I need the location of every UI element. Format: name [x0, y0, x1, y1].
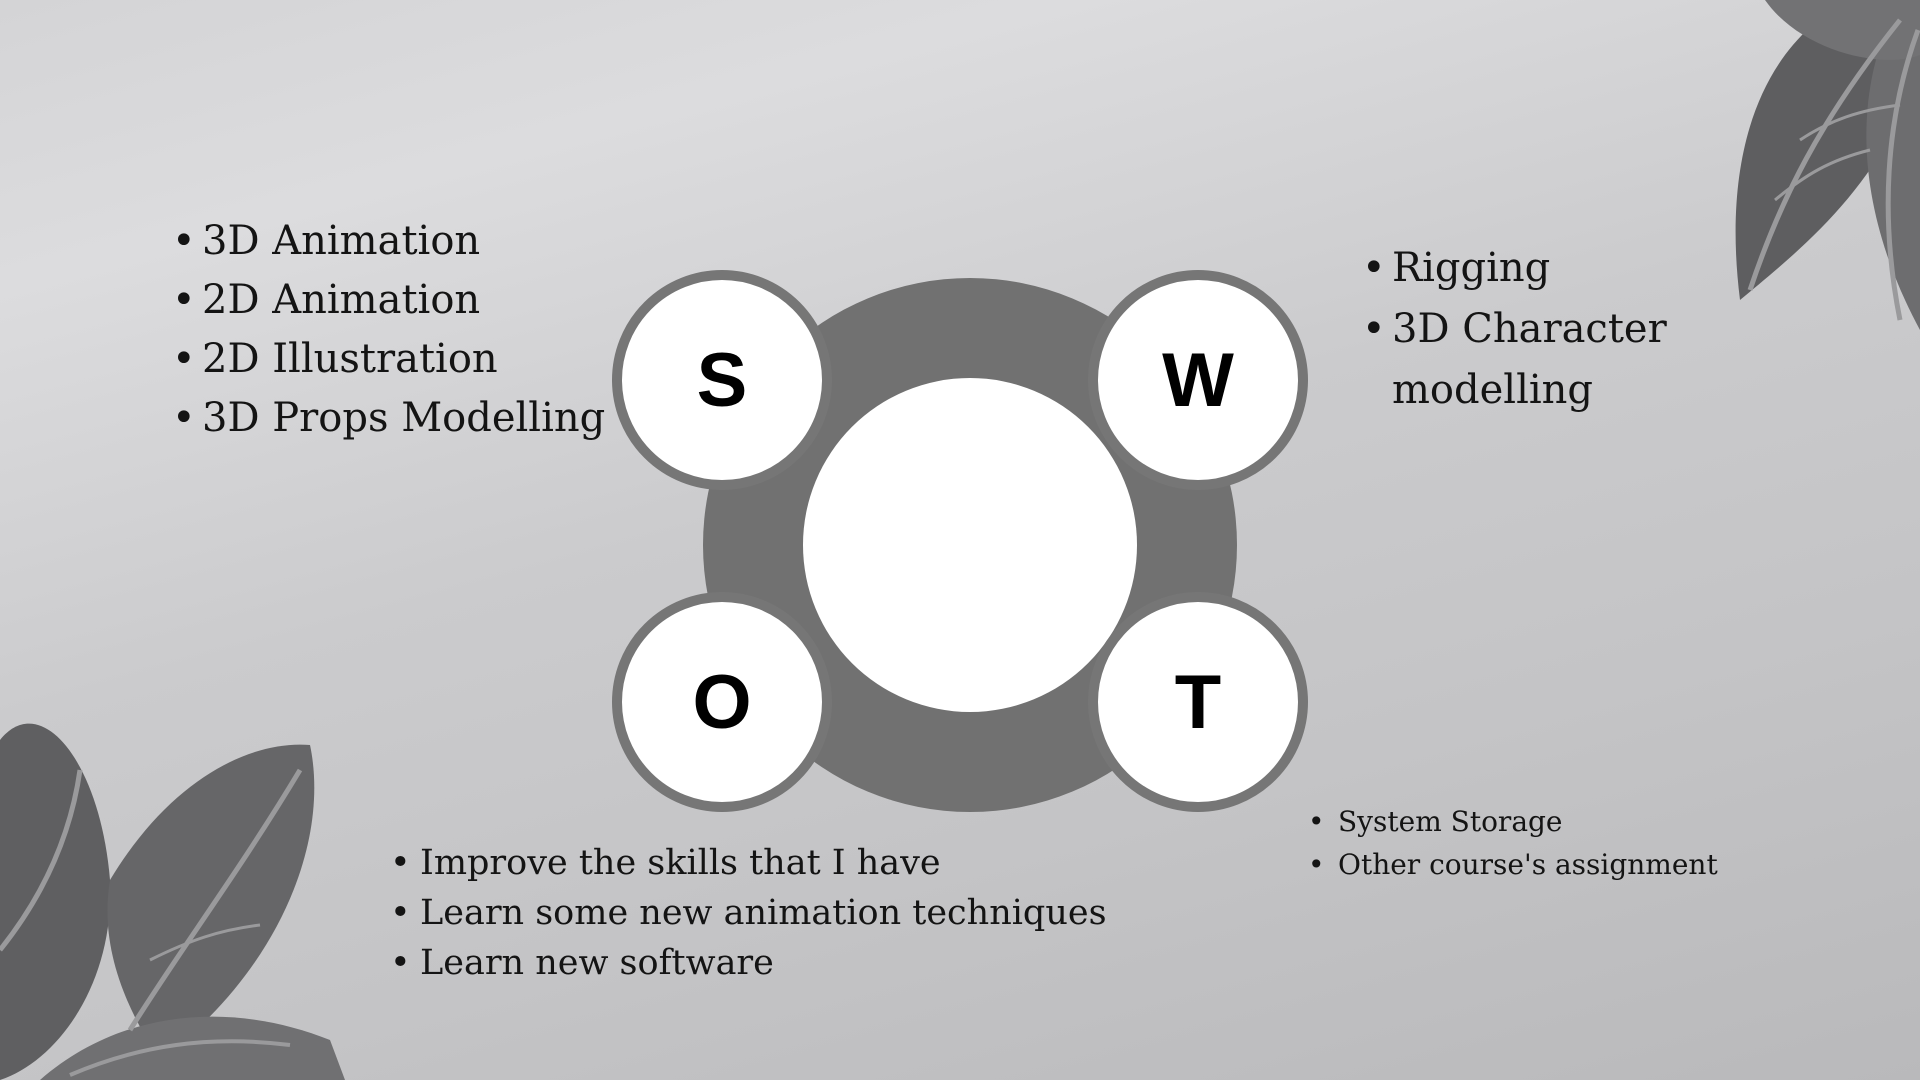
weaknesses-list: Rigging 3D Character modelling [1362, 238, 1722, 421]
center-circle [803, 378, 1137, 712]
strengths-list: 3D Animation 2D Animation 2D Illustratio… [172, 212, 612, 448]
strengths-circle: S [612, 270, 832, 490]
opportunities-circle: O [612, 592, 832, 812]
threats-circle: T [1088, 592, 1308, 812]
leaves-decoration-bottom-left [0, 723, 345, 1080]
weaknesses-circle: W [1088, 270, 1308, 490]
opportunities-list: Improve the skills that I have Learn som… [390, 838, 1170, 988]
leaves-decoration-top-right [1735, 0, 1920, 330]
opportunities-item: Learn some new animation techniques [390, 888, 1170, 938]
strengths-item: 2D Illustration [172, 330, 612, 389]
swot-diagram: S W O T [600, 265, 1320, 825]
strengths-item: 3D Props Modelling [172, 389, 612, 448]
opportunities-item: Improve the skills that I have [390, 838, 1170, 888]
strengths-item: 2D Animation [172, 271, 612, 330]
strengths-item: 3D Animation [172, 212, 612, 271]
threats-list: System Storage Other course's assignment [1308, 800, 1768, 886]
weaknesses-item: 3D Character modelling [1362, 299, 1722, 421]
threats-item: Other course's assignment [1308, 843, 1768, 886]
threats-item: System Storage [1308, 800, 1768, 843]
weaknesses-item: Rigging [1362, 238, 1722, 299]
opportunities-item: Learn new software [390, 938, 1170, 988]
